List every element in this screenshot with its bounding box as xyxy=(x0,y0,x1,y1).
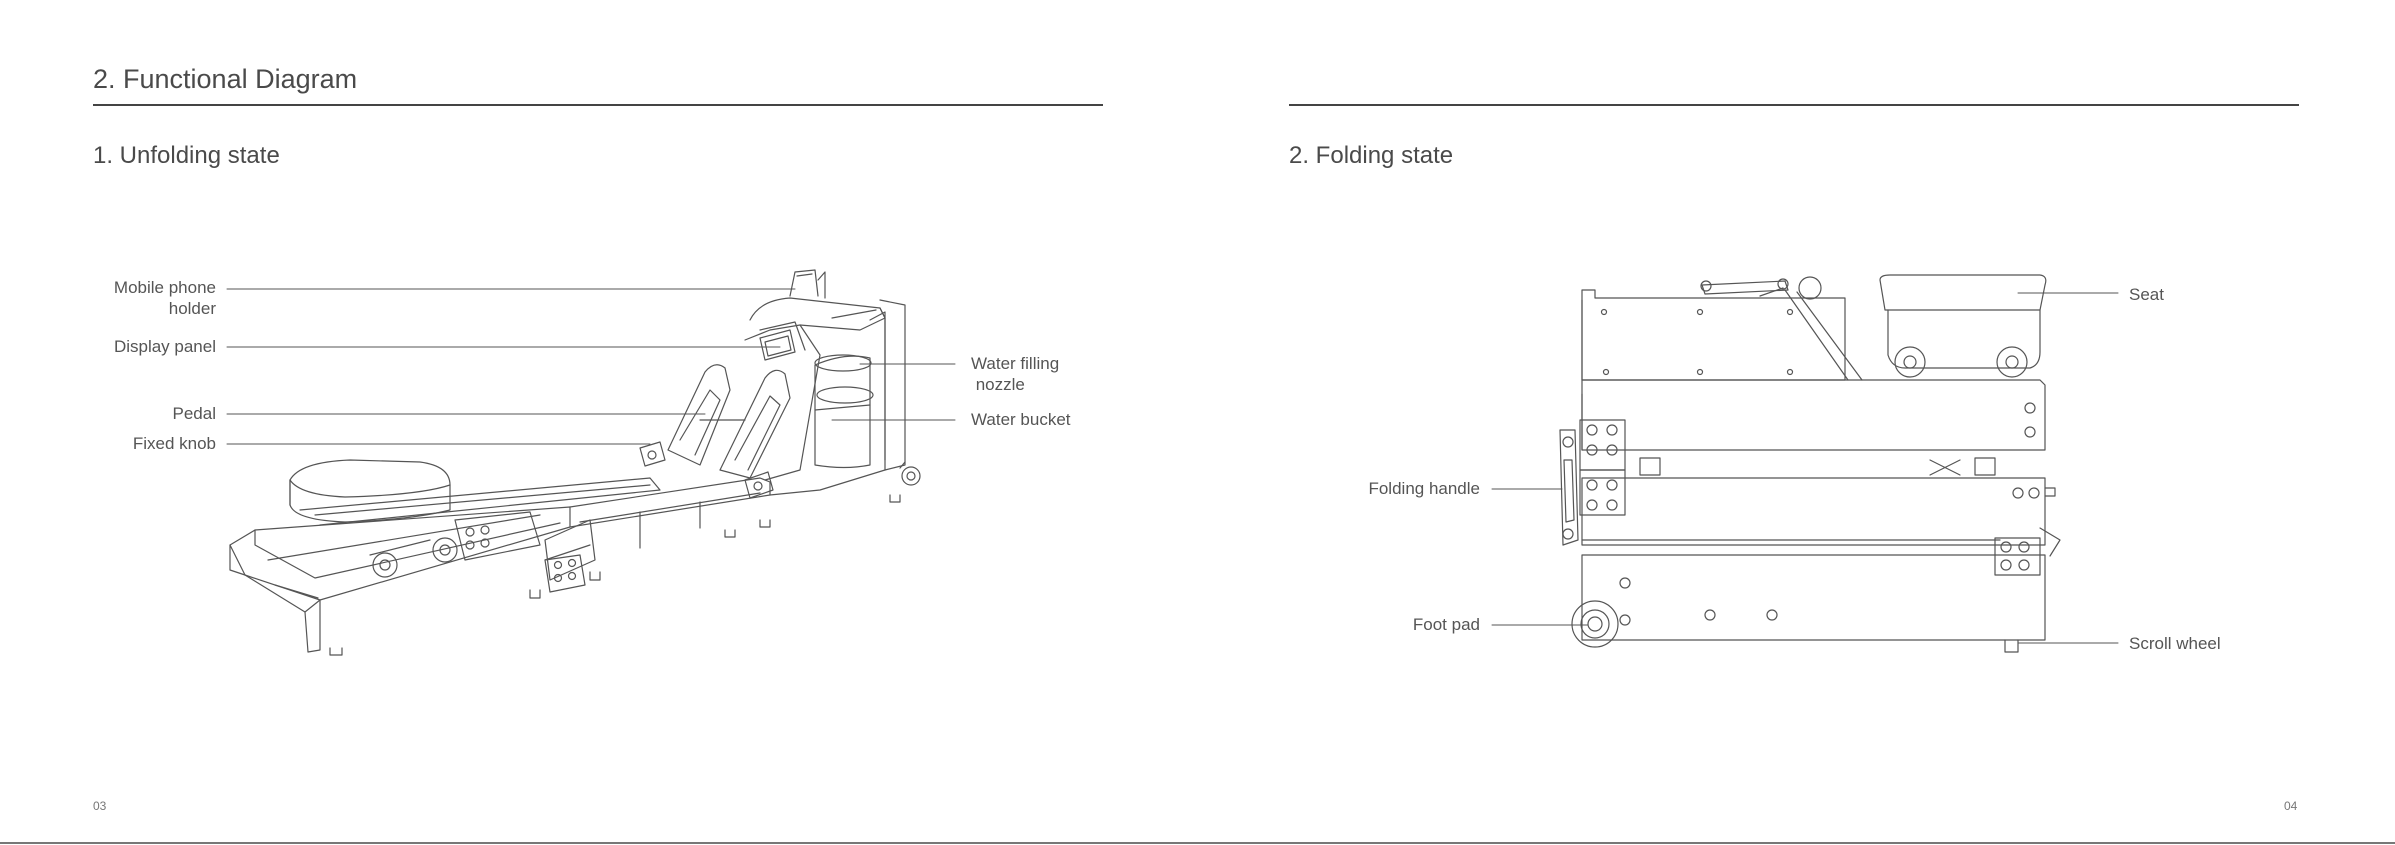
bottom-rule xyxy=(0,842,2395,844)
rowing-machine-unfolded-illustration xyxy=(227,270,955,655)
rowing-machine-folded-illustration xyxy=(1492,275,2118,652)
